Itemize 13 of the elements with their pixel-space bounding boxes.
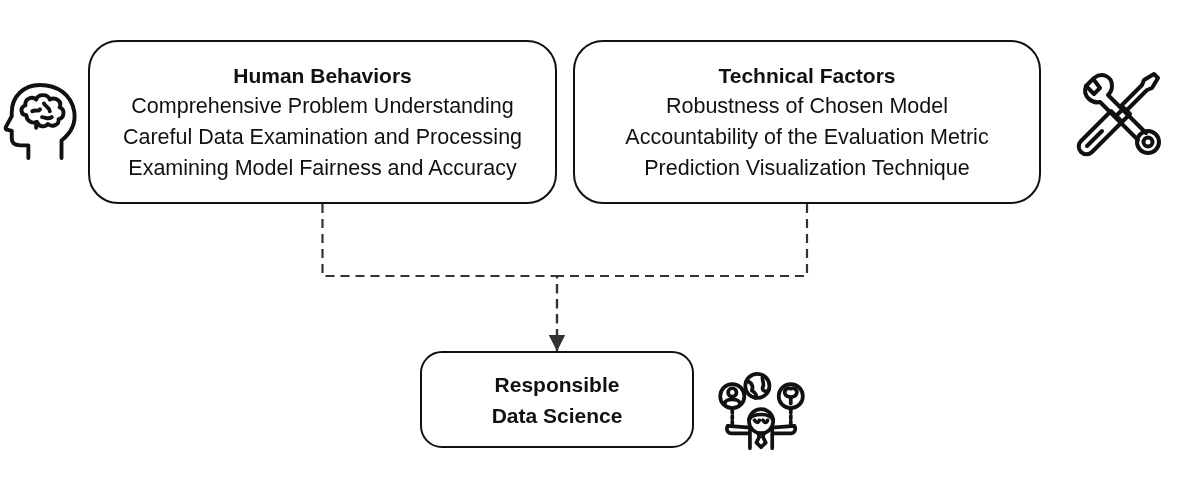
dashed-arrow xyxy=(549,204,809,351)
factor-text: Examining Model Fairness and Accuracy xyxy=(128,155,517,182)
rounded-panel xyxy=(573,40,1041,204)
factor-text: Comprehensive Problem Understanding xyxy=(131,93,514,120)
factor-text: Robustness of Chosen Model xyxy=(665,93,949,120)
rounded-panel xyxy=(420,351,694,448)
factor-text: Accountability of the Evaluation Metric xyxy=(625,124,989,151)
factor-text: Careful Data Examination and Processing xyxy=(122,124,523,151)
panel-label: Responsible Data Science xyxy=(490,371,624,429)
factor-text: Prediction Visualization Technique xyxy=(644,155,970,182)
rounded-panel xyxy=(88,40,557,204)
panel-heading: Technical Factors xyxy=(718,63,896,89)
panel-heading: Human Behaviors xyxy=(233,63,412,89)
